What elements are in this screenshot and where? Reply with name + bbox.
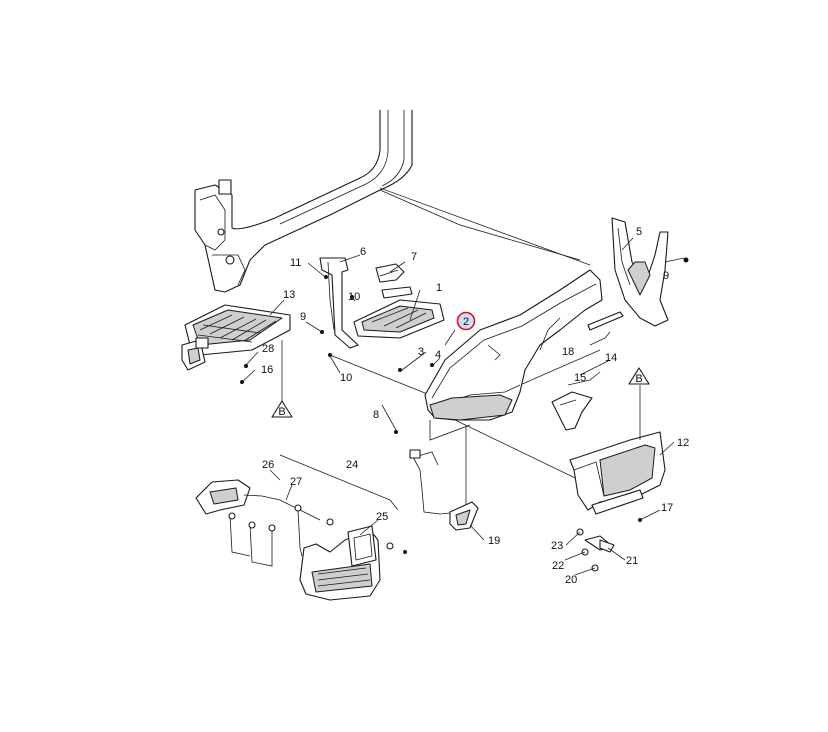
assist-step-part-13	[181, 304, 291, 371]
highlighted-callout-2[interactable]: 2	[456, 311, 476, 331]
bracket-part-15	[551, 391, 593, 431]
callout-20: 20	[565, 574, 577, 586]
callout-21: 21	[626, 555, 638, 567]
callout-7: 7	[411, 251, 417, 263]
callout-10-lower: 10	[340, 372, 352, 384]
callout-2: 2	[463, 316, 469, 328]
callout-23: 23	[551, 540, 563, 552]
callout-11: 11	[290, 257, 301, 269]
rocker-panel-part-2	[424, 269, 603, 441]
callout-9-left: 9	[300, 311, 306, 323]
callout-9-right: 9	[663, 270, 669, 282]
callout-12: 12	[677, 437, 689, 449]
callout-26: 26	[262, 459, 274, 471]
callout-22: 22	[552, 560, 564, 572]
strip-part-18	[587, 311, 624, 331]
callout-6: 6	[360, 246, 366, 258]
view-ref-b-right: B	[628, 367, 650, 385]
step-pad-part-25	[299, 525, 381, 601]
assembly-guide-lines	[329, 187, 601, 491]
pillar-bracket-part-5	[611, 217, 669, 327]
callout-1: 1	[436, 282, 442, 294]
view-ref-b-left: B	[271, 400, 293, 418]
callout-17: 17	[661, 502, 673, 514]
step-bracket-assembly-part-24	[195, 479, 394, 567]
callout-3: 3	[418, 346, 424, 358]
fasteners	[240, 257, 689, 554]
body-pillar-outline	[194, 110, 581, 293]
clip-part-7	[375, 263, 405, 283]
callout-15: 15	[574, 372, 586, 384]
callout-10-upper: 10	[348, 291, 360, 303]
callout-24: 24	[346, 459, 358, 471]
side-cover-part-12	[569, 431, 666, 515]
fastener-cluster-parts-20-23	[576, 528, 615, 572]
callout-16: 16	[261, 364, 273, 376]
callout-4: 4	[435, 349, 441, 361]
callout-8: 8	[373, 409, 379, 421]
callout-27: 27	[290, 476, 302, 488]
callout-18: 18	[562, 346, 574, 358]
callout-28: 28	[262, 343, 274, 355]
bracket-part-6	[319, 257, 359, 349]
callout-25: 25	[376, 511, 388, 523]
callout-14: 14	[605, 352, 617, 364]
highlight-ring	[456, 311, 476, 331]
callout-13: 13	[283, 289, 295, 301]
svg-text:B: B	[635, 373, 642, 385]
step-pad-part-1	[353, 286, 445, 339]
harness-bracket-part-19	[409, 425, 479, 531]
callout-labels: 1 3 4 5 6 7 8 9 9 10 10 11 12 13 14 15 1…	[261, 226, 689, 586]
leader-lines	[241, 237, 685, 576]
callout-19: 19	[488, 535, 500, 547]
svg-text:B: B	[278, 406, 285, 418]
callout-5: 5	[636, 226, 642, 238]
